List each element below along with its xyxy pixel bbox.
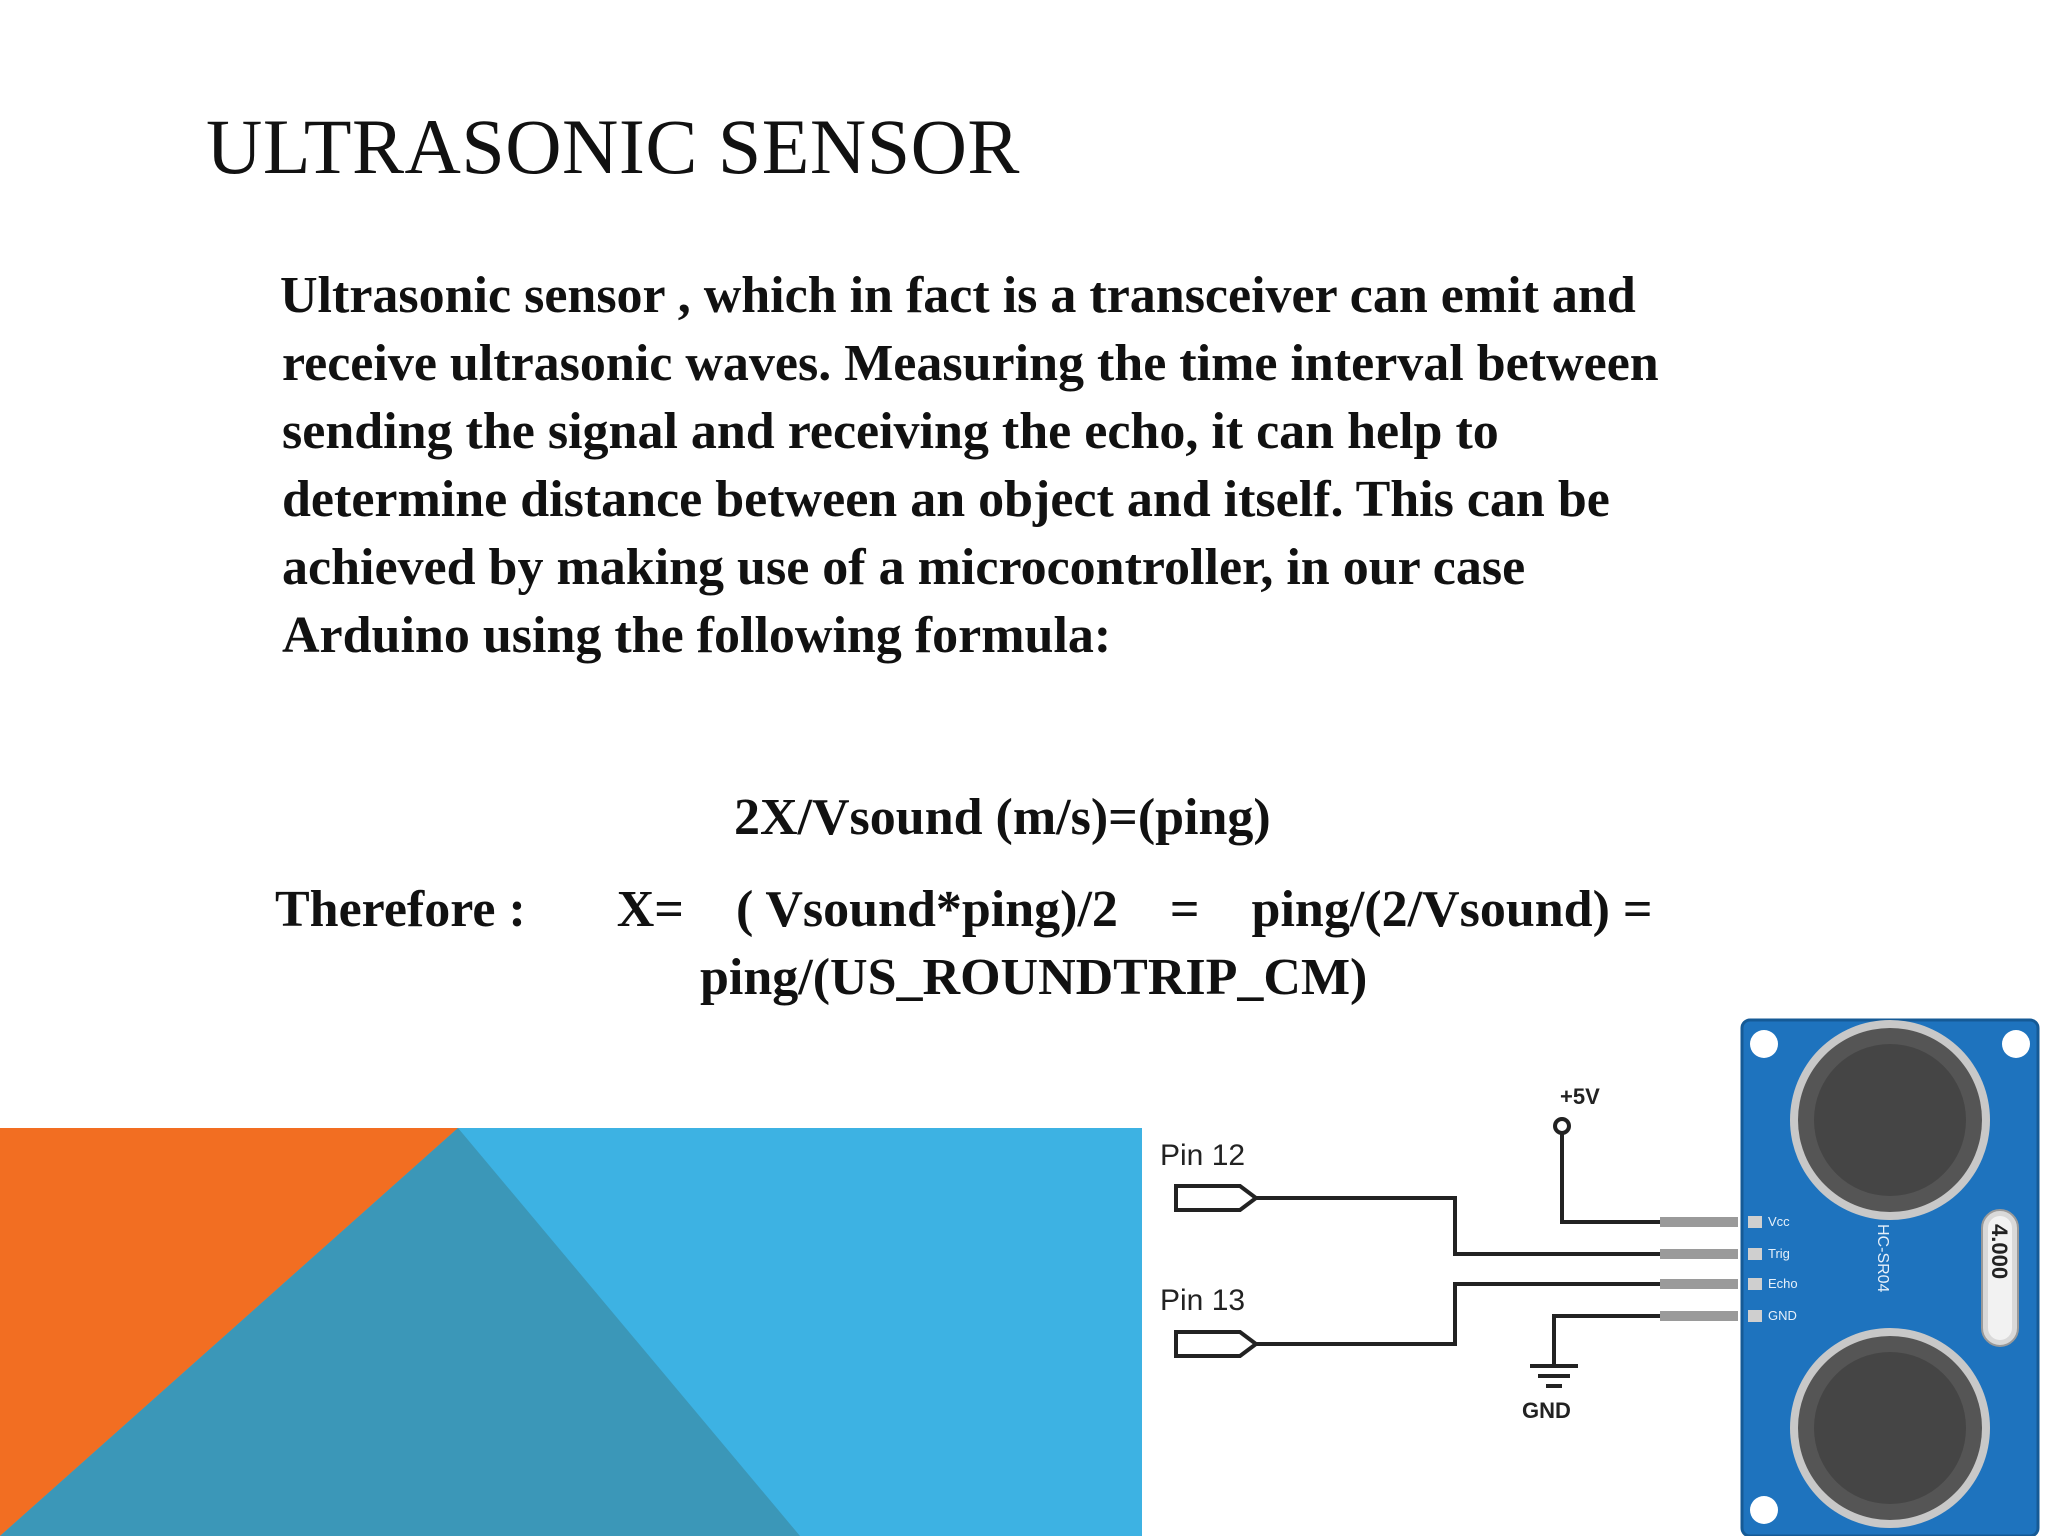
body-line: determine distance between an object and… [282, 471, 1610, 528]
body-line: receive ultrasonic waves. Measuring the … [282, 335, 1659, 392]
supply-label: +5V [1560, 1084, 1600, 1109]
pin-12-label: Pin 12 [1160, 1139, 1245, 1172]
crystal-icon: 4.000 [1981, 1209, 2019, 1347]
decorative-triangles [0, 1128, 1142, 1536]
mid-blue-triangle [0, 1128, 800, 1536]
ground-label: GND [1522, 1398, 1571, 1423]
trig-wire [1256, 1196, 1660, 1256]
hc-sr04-module: Vcc Trig Echo GND HC-SR04 4.000 [1740, 1018, 2040, 1536]
formula-therefore: Therefore : X= ( Vsound*ping)/2 = ping/(… [275, 881, 1653, 938]
supply-terminal-icon [1553, 1117, 1571, 1135]
mount-hole-icon [1750, 1496, 1778, 1524]
slide-title: ULTRASONIC SENSOR [206, 103, 1020, 190]
sensor-pin-label: GND [1768, 1308, 1797, 1323]
sensor-pin-label: Vcc [1768, 1214, 1790, 1229]
formula-ping: 2X/Vsound (m/s)=(ping) [734, 789, 1271, 846]
sensor-pin-label: Trig [1768, 1246, 1790, 1261]
gnd-wire [1552, 1314, 1660, 1366]
crystal-label: 4.000 [1987, 1224, 2012, 1279]
pin-12-connector-icon [1174, 1184, 1260, 1212]
module-model-label: HC-SR04 [1874, 1224, 1891, 1293]
body-paragraph: Ultrasonic sensor , which in fact is a t… [280, 262, 1832, 670]
body-line: achieved by making use of a microcontrol… [282, 539, 1526, 596]
pin-13-connector-icon [1174, 1330, 1260, 1358]
pin-13-label: Pin 13 [1160, 1284, 1245, 1317]
ground-icon [1530, 1364, 1578, 1388]
sensor-pin-label: Echo [1768, 1276, 1798, 1291]
header-pins [1660, 1217, 1738, 1321]
mount-hole-icon [2002, 1030, 2030, 1058]
body-line: sending the signal and receiving the ech… [282, 403, 1499, 460]
mount-hole-icon [1750, 1030, 1778, 1058]
body-line: Arduino using the following formula: [282, 607, 1112, 664]
formula-roundtrip: ping/(US_ROUNDTRIP_CM) [700, 949, 1368, 1006]
wiring-diagram: +5V Pin 12 Pin 13 GND Vcc [1160, 1018, 2040, 1536]
echo-wire [1256, 1282, 1660, 1346]
body-line: Ultrasonic sensor , which in fact is a t… [280, 267, 1636, 324]
vcc-wire [1560, 1133, 1660, 1224]
